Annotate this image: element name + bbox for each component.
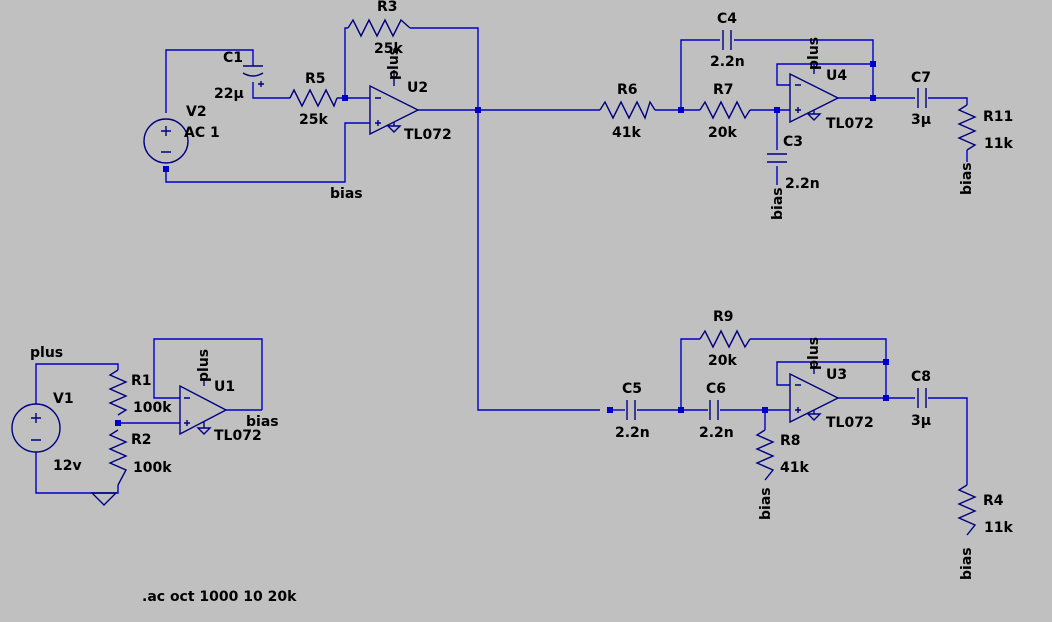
r11-ref: R11 [983, 109, 1013, 125]
resistor-r8[interactable]: R8 41k [755, 429, 809, 481]
u2-value: TL072 [404, 127, 452, 143]
r9-value: 20k [708, 353, 737, 369]
net-label-bias: bias [758, 487, 774, 520]
wires [35, 27, 968, 494]
opamp-u3[interactable]: U3 TL072 plus [789, 337, 874, 431]
source-v1[interactable]: V1 12v [11, 391, 82, 474]
capacitor-c4[interactable]: C4 2.2n [710, 11, 745, 70]
resistor-r1[interactable]: R1 100k [108, 369, 172, 416]
r1-ref: R1 [131, 373, 152, 389]
u3-value: TL072 [826, 415, 874, 431]
r2-ref: R2 [131, 432, 152, 448]
resistor-r3[interactable]: R3 25k [347, 0, 411, 57]
net-label-bias: bias [770, 187, 786, 220]
c5-ref: C5 [622, 381, 642, 397]
resistor-r5[interactable]: R5 25k [289, 71, 338, 128]
u1-ref: U1 [214, 379, 235, 395]
r3-ref: R3 [377, 0, 398, 15]
resistor-r2[interactable]: R2 100k [108, 429, 172, 486]
c4-ref: C4 [717, 11, 737, 27]
net-label-bias: bias [959, 162, 975, 195]
r7-ref: R7 [713, 82, 734, 98]
c5-value: 2.2n [615, 425, 650, 441]
c7-value: 3µ [911, 112, 931, 128]
r4-value: 11k [984, 520, 1013, 536]
r6-ref: R6 [617, 82, 638, 98]
capacitor-c7[interactable]: C7 3µ [911, 70, 931, 128]
v1-value: 12v [53, 458, 82, 474]
u3-plus-label: plus [806, 337, 822, 370]
r11-value: 11k [984, 136, 1013, 152]
resistor-r9[interactable]: R9 20k [699, 309, 751, 369]
resistor-r11[interactable]: R11 11k [957, 104, 1013, 152]
opamp-u2[interactable]: U2 TL072 plus [369, 47, 452, 143]
source-v2[interactable]: V2 AC 1 [143, 104, 220, 164]
capacitor-c8[interactable]: C8 3µ [911, 369, 931, 429]
resistor-r4[interactable]: R4 11k [957, 484, 1013, 536]
c6-ref: C6 [706, 381, 726, 397]
c8-ref: C8 [911, 369, 931, 385]
u1-plus-label: plus [196, 349, 212, 382]
c4-value: 2.2n [710, 54, 745, 70]
r6-value: 41k [612, 125, 641, 141]
net-label-bias: bias [246, 414, 279, 430]
r2-value: 100k [133, 460, 172, 476]
net-label-bias: bias [959, 547, 975, 580]
u3-ref: U3 [826, 367, 847, 383]
c1-value: 22µ [214, 86, 244, 102]
r3-value: 25k [374, 41, 403, 57]
v1-ref: V1 [53, 391, 74, 407]
capacitor-c6[interactable]: C6 2.2n [699, 381, 734, 441]
ground-symbol [90, 492, 118, 506]
capacitor-c5[interactable]: C5 2.2n [615, 381, 650, 441]
c1-ref: C1 [223, 50, 243, 66]
resistor-r6[interactable]: R6 41k [599, 82, 656, 141]
spice-directive[interactable]: .ac oct 1000 10 20k [142, 589, 297, 605]
u4-value: TL072 [826, 116, 874, 132]
c7-ref: C7 [911, 70, 931, 86]
resistor-r7[interactable]: R7 20k [699, 82, 751, 141]
r8-value: 41k [780, 460, 809, 476]
u2-plus-label: plus [386, 47, 402, 80]
v2-value: AC 1 [184, 125, 220, 141]
u4-plus-label: plus [806, 37, 822, 70]
u4-ref: U4 [826, 68, 847, 84]
r5-ref: R5 [305, 71, 326, 87]
capacitor-c1[interactable]: C1 22µ [214, 50, 264, 102]
r4-ref: R4 [983, 493, 1004, 509]
capacitor-c3[interactable]: C3 2.2n [767, 134, 820, 192]
opamp-u4[interactable]: U4 TL072 plus [789, 37, 874, 132]
u2-ref: U2 [407, 80, 428, 96]
net-label-plus: plus [30, 345, 63, 361]
r7-value: 20k [708, 125, 737, 141]
c3-value: 2.2n [785, 176, 820, 192]
r1-value: 100k [133, 400, 172, 416]
r5-value: 25k [299, 112, 328, 128]
r8-ref: R8 [780, 433, 801, 449]
r9-ref: R9 [713, 309, 734, 325]
opamp-u1[interactable]: U1 TL072 plus [179, 349, 262, 444]
c8-value: 3µ [911, 413, 931, 429]
c3-ref: C3 [783, 134, 803, 150]
v2-ref: V2 [186, 104, 207, 120]
net-label-bias: bias [330, 186, 363, 202]
c6-value: 2.2n [699, 425, 734, 441]
junctions [115, 61, 889, 426]
u1-value: TL072 [214, 428, 262, 444]
